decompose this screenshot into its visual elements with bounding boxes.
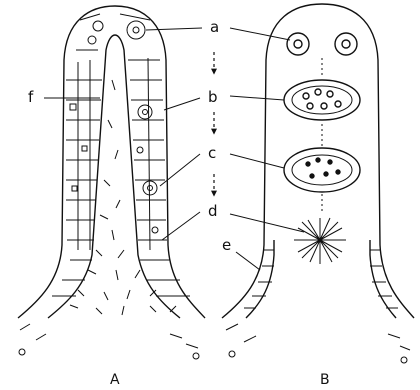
leader-a-left: [146, 28, 202, 30]
label-a: a: [210, 18, 219, 36]
stage-a-spermatids: [287, 33, 357, 55]
panel-b-base-cells: [226, 324, 410, 363]
label-b: b: [208, 88, 218, 106]
panel-b: [222, 4, 414, 363]
leader-e: [236, 252, 260, 270]
panel-a: [18, 6, 205, 359]
label-e: e: [222, 236, 231, 254]
caption-panel-b: B: [320, 372, 330, 388]
panel-a-outer-wall: [18, 6, 205, 318]
panel-b-wall-cells: [244, 250, 398, 308]
label-d: d: [208, 202, 218, 220]
panel-a-epithelium-right: [128, 58, 190, 296]
leader-b-left: [164, 98, 200, 110]
panel-b-inner-wall: [246, 240, 396, 318]
leader-b-right: [230, 96, 284, 100]
caption-panel-a: A: [110, 372, 120, 388]
stage-b-cyst: [284, 80, 360, 120]
stage-c-cyst: [284, 148, 360, 192]
leader-a-right: [230, 28, 290, 40]
panel-a-base-cells: [19, 324, 199, 359]
leader-d-right: [230, 214, 304, 232]
label-f: f: [28, 88, 34, 106]
label-c: c: [208, 144, 216, 162]
leader-c-right: [230, 154, 284, 168]
panel-a-apex-cells: [76, 14, 150, 50]
stage-d-sperm-burst: [294, 218, 346, 264]
panel-a-inner-wall: [48, 35, 180, 318]
leader-c-left: [160, 154, 200, 186]
